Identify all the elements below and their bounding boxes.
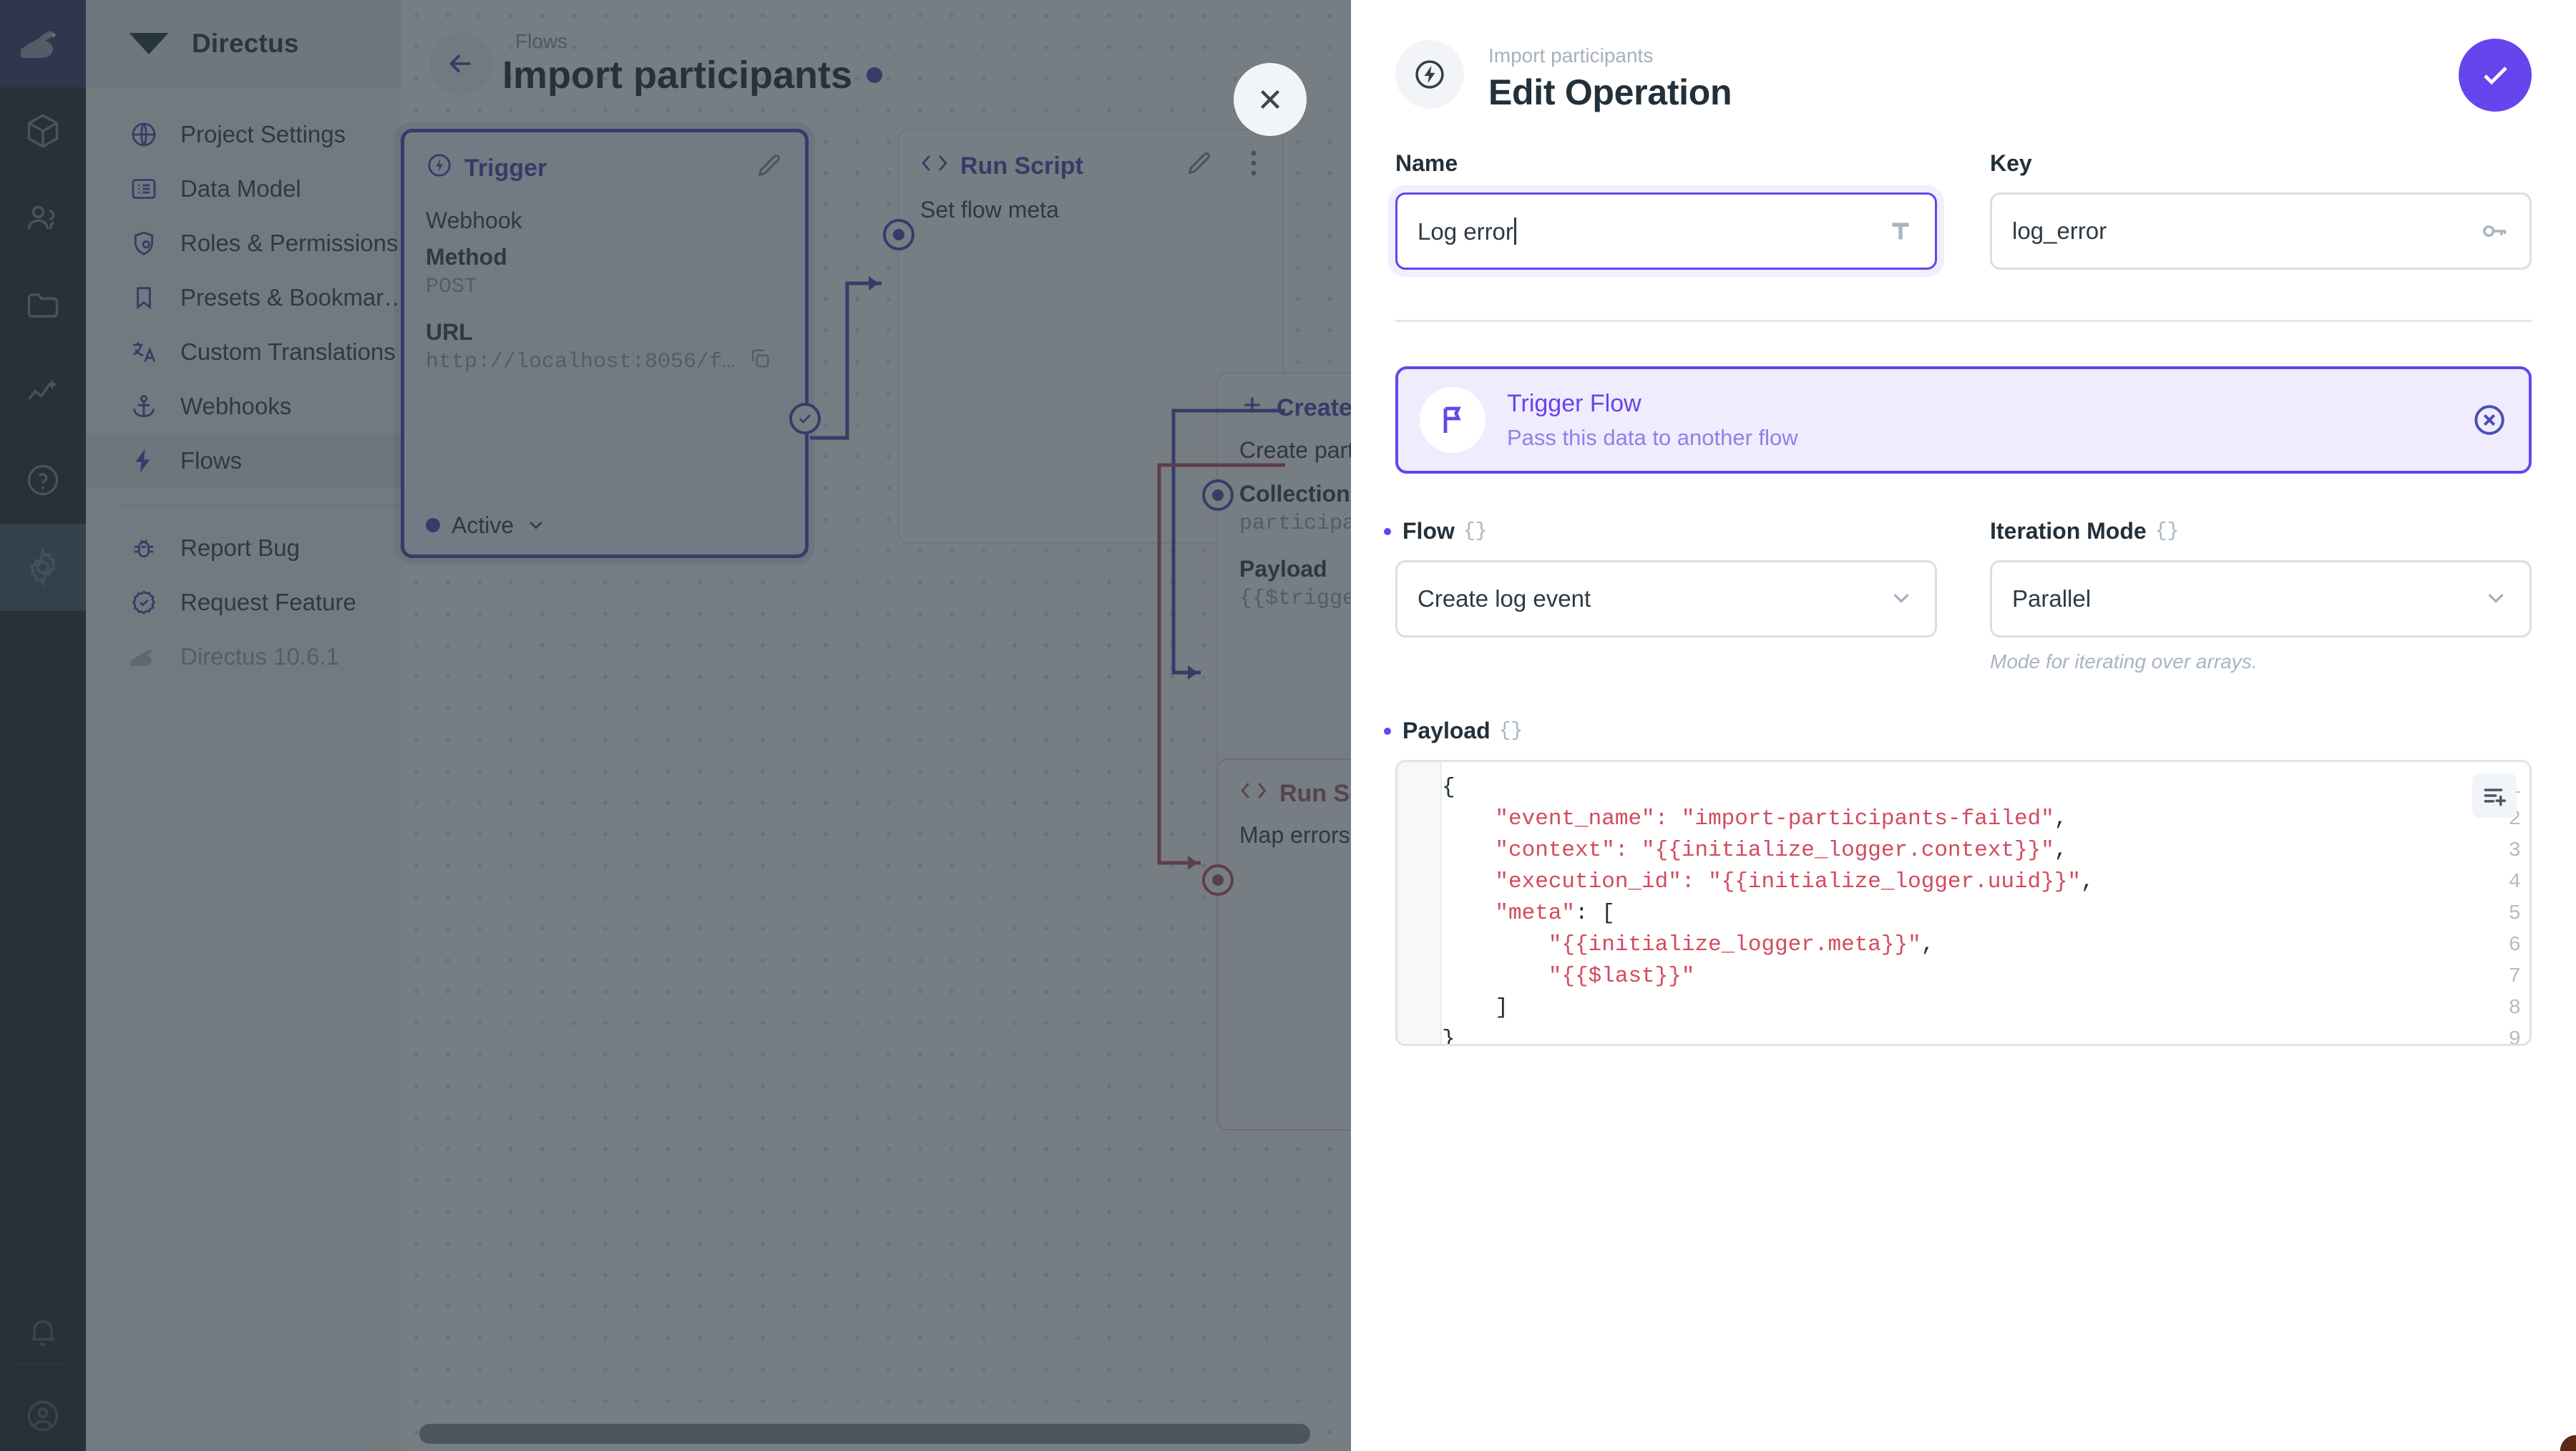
code-line: "meta": [ (1495, 901, 1615, 926)
iteration-select-value: Parallel (2012, 585, 2092, 612)
operation-type-card[interactable]: Trigger Flow Pass this data to another f… (1395, 366, 2532, 474)
key-icon (2479, 216, 2509, 246)
iteration-braces: {} (2155, 520, 2180, 542)
chevron-down-icon (2482, 584, 2509, 615)
operation-type-subtitle: Pass this data to another flow (1507, 424, 1798, 450)
key-label: Key (1990, 150, 2032, 176)
drawer-breadcrumb[interactable]: Import participants (1488, 44, 1654, 67)
code-line: "{{initialize_logger.meta}}", (1548, 932, 1935, 957)
text-caret (1513, 217, 1516, 245)
horizontal-scrollbar[interactable] (419, 1424, 1310, 1444)
code-line-number: 5 (2508, 902, 2521, 925)
text-format-icon (1886, 217, 1915, 245)
flow-label: Flow {} (1395, 518, 1937, 544)
payload-braces: {} (1498, 720, 1523, 742)
iteration-field-group: Iteration Mode {} Parallel Mode for iter… (1990, 518, 2532, 673)
payload-label-text: Payload (1402, 718, 1491, 743)
code-line-number: 4 (2508, 870, 2521, 894)
name-label: Name (1395, 150, 1458, 176)
payload-label: Payload {} (1395, 718, 2532, 744)
code-line: ] (1442, 995, 1509, 1020)
name-input[interactable]: Log error (1395, 192, 1937, 270)
code-line: "{{$last}}" (1548, 964, 1695, 989)
flow-field-group: Flow {} Create log event (1395, 518, 1937, 673)
bolt-circle-icon (1395, 40, 1464, 109)
format-indent-icon[interactable] (2472, 773, 2517, 818)
code-line: "event_name": "import-participants-faile… (1495, 806, 2068, 831)
chevron-down-icon (1888, 584, 1915, 615)
close-circle-icon[interactable] (2472, 402, 2507, 438)
code-line-number: 9 (2508, 1027, 2521, 1046)
edit-operation-drawer: Import participants Edit Operation Name … (1351, 0, 2576, 1451)
operation-type-title: Trigger Flow (1507, 389, 1641, 417)
name-key-row: Name Log error Key log_error (1395, 150, 2532, 270)
flow-select[interactable]: Create log event (1395, 560, 1937, 637)
code-line-number: 3 (2508, 839, 2521, 862)
iteration-label-text: Iteration Mode (1990, 518, 2147, 544)
code-line: { (1442, 775, 1455, 800)
key-input[interactable]: log_error (1990, 192, 2532, 270)
code-line-number: 6 (2508, 933, 2521, 957)
code-line: "execution_id": "{{initialize_logger.uui… (1495, 869, 2094, 894)
iteration-label: Iteration Mode {} (1990, 518, 2532, 544)
name-input-value: Log error (1418, 218, 1513, 245)
name-field-group: Name Log error (1395, 150, 1937, 270)
flow-iteration-row: Flow {} Create log event Iteration Mode … (1395, 518, 2532, 673)
code-line-number: 8 (2508, 996, 2521, 1020)
code-line: } (1442, 1027, 1455, 1044)
save-button[interactable] (2459, 39, 2532, 112)
corner-artifact (2557, 1432, 2576, 1451)
flow-label-text: Flow (1402, 518, 1455, 544)
payload-field-group: Payload {} 123456789 { "event_name": "im… (1395, 718, 2532, 1046)
drawer-title: Edit Operation (1488, 72, 1732, 112)
iteration-select[interactable]: Parallel (1990, 560, 2532, 637)
drawer-header: Import participants Edit Operation (1395, 40, 1732, 113)
close-icon[interactable] (1234, 63, 1307, 136)
code-line: "context": "{{initialize_logger.context}… (1495, 838, 2068, 863)
drawer-fields: Name Log error Key log_error (1395, 150, 2532, 1046)
flow-select-value: Create log event (1418, 585, 1591, 612)
flow-braces: {} (1463, 520, 1488, 542)
code-line-number: 7 (2508, 964, 2521, 988)
code-content[interactable]: { "event_name": "import-participants-fai… (1442, 762, 2529, 1044)
iteration-hint: Mode for iterating over arrays. (1990, 650, 2258, 673)
key-field-group: Key log_error (1990, 150, 2532, 270)
code-gutter (1397, 762, 1442, 1044)
section-divider (1395, 320, 2532, 322)
payload-code-editor[interactable]: 123456789 { "event_name": "import-partic… (1395, 760, 2532, 1046)
flag-icon (1420, 387, 1485, 453)
key-input-value: log_error (2012, 218, 2107, 244)
